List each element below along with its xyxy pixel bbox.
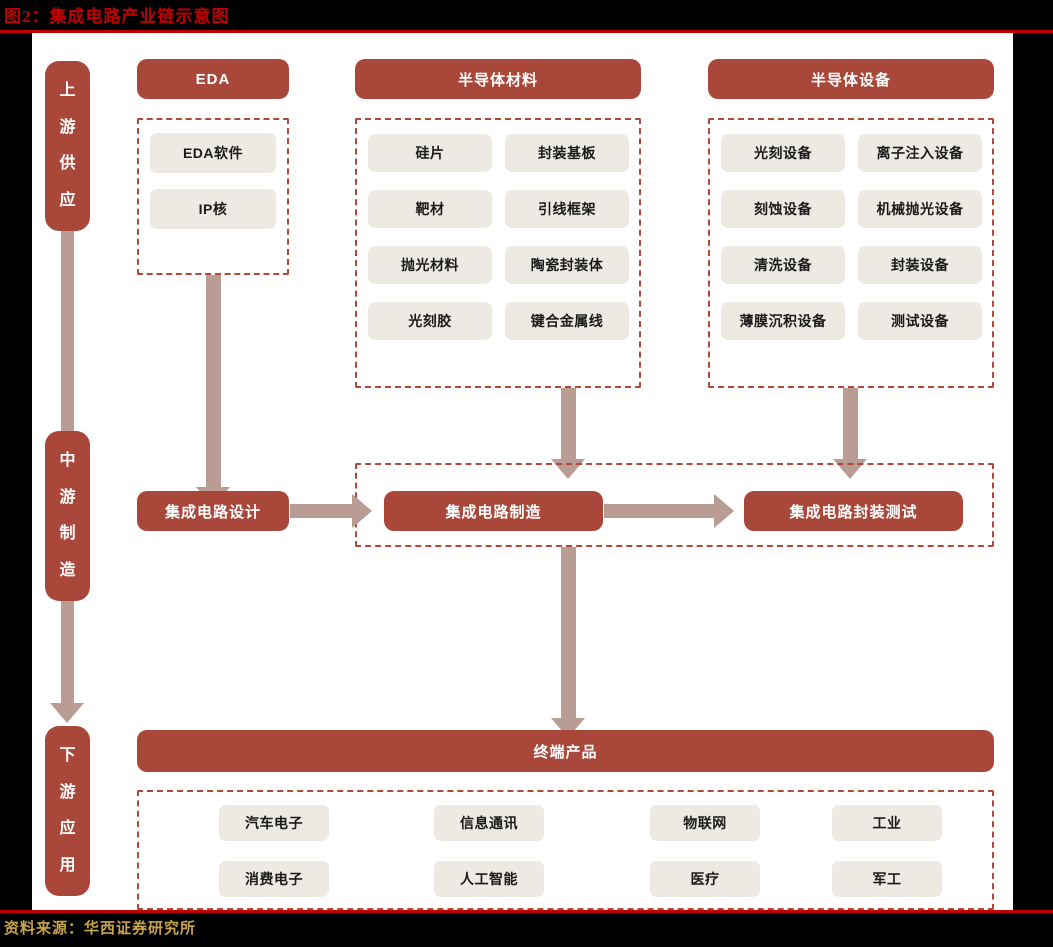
stage-midstream-char-1: 游 <box>59 488 76 506</box>
title-divider <box>0 30 1053 33</box>
chip-test-equipment[interactable]: 测试设备 <box>858 302 982 340</box>
node-ic-packaging-test[interactable]: 集成电路封装测试 <box>744 491 963 531</box>
node-ic-design[interactable]: 集成电路设计 <box>137 491 289 531</box>
chip-sputtering-target[interactable]: 靶材 <box>368 190 492 228</box>
figure-source: 资料来源：华西证券研究所 <box>4 921 197 937</box>
stage-connector-shaft-upper <box>61 228 74 438</box>
column-header-eda[interactable]: EDA <box>137 59 289 99</box>
group-semiconductor-materials <box>355 118 641 388</box>
chip-etching-equipment[interactable]: 刻蚀设备 <box>721 190 845 228</box>
chip-consumer-electronics[interactable]: 消费电子 <box>219 861 329 897</box>
stage-connector-shaft-lower <box>61 583 74 708</box>
chip-lead-frame[interactable]: 引线框架 <box>505 190 629 228</box>
chip-silicon-wafer[interactable]: 硅片 <box>368 134 492 172</box>
arrow-design-to-fab-head <box>352 494 372 528</box>
stage-downstream-char-0: 下 <box>59 747 76 765</box>
chip-thin-film-deposition-equipment[interactable]: 薄膜沉积设备 <box>721 302 845 340</box>
chip-ip-core[interactable]: IP核 <box>150 189 276 229</box>
stage-upstream-char-0: 上 <box>59 82 76 100</box>
stage-downstream[interactable]: 下 游 应 用 <box>45 726 90 896</box>
chip-ceramic-package[interactable]: 陶瓷封装体 <box>505 246 629 284</box>
stage-downstream-char-1: 游 <box>59 783 76 801</box>
chip-healthcare[interactable]: 医疗 <box>650 861 760 897</box>
stage-midstream-char-0: 中 <box>59 452 76 470</box>
chip-cleaning-equipment[interactable]: 清洗设备 <box>721 246 845 284</box>
chip-eda-software[interactable]: EDA软件 <box>150 133 276 173</box>
stage-upstream-char-1: 游 <box>59 118 76 136</box>
chip-lithography-equipment[interactable]: 光刻设备 <box>721 134 845 172</box>
chip-iot[interactable]: 物联网 <box>650 805 760 841</box>
stage-upstream-char-3: 应 <box>59 191 76 209</box>
column-header-semiconductor-equipment[interactable]: 半导体设备 <box>708 59 994 99</box>
node-ic-fabrication[interactable]: 集成电路制造 <box>384 491 603 531</box>
chip-automotive-electronics[interactable]: 汽车电子 <box>219 805 329 841</box>
stage-midstream-char-2: 制 <box>59 525 76 543</box>
arrow-design-to-fab-shaft <box>290 504 354 518</box>
stage-downstream-char-2: 应 <box>59 820 76 838</box>
chip-packaging-equipment[interactable]: 封装设备 <box>858 246 982 284</box>
group-eda <box>137 118 289 275</box>
stage-upstream[interactable]: 上 游 供 应 <box>45 61 90 231</box>
section-header-end-products[interactable]: 终端产品 <box>137 730 994 772</box>
chip-defense[interactable]: 军工 <box>832 861 942 897</box>
stage-connector-arrow-lower <box>50 703 84 723</box>
diagram-canvas: 上 游 供 应 中 游 制 造 下 游 应 用 EDA EDA软件 IP核 半导… <box>32 33 1013 910</box>
arrow-fab-to-packaging-head <box>714 494 734 528</box>
stage-midstream-char-3: 造 <box>59 561 76 579</box>
arrow-eda-to-design-shaft <box>206 275 221 491</box>
group-end-products <box>137 790 994 910</box>
chip-industrial[interactable]: 工业 <box>832 805 942 841</box>
stage-upstream-char-2: 供 <box>59 155 76 173</box>
stage-midstream[interactable]: 中 游 制 造 <box>45 431 90 601</box>
stage-downstream-char-3: 用 <box>59 856 76 874</box>
chip-photoresist[interactable]: 光刻胶 <box>368 302 492 340</box>
arrow-materials-to-fab-shaft <box>561 388 576 463</box>
chip-bonding-wire[interactable]: 键合金属线 <box>505 302 629 340</box>
chip-cmp-equipment[interactable]: 机械抛光设备 <box>858 190 982 228</box>
figure-title: 图2：集成电路产业链示意图 <box>4 7 230 26</box>
arrow-equipment-to-packaging-shaft <box>843 388 858 463</box>
arrow-manufacturing-to-products-shaft <box>561 547 576 722</box>
chip-package-substrate[interactable]: 封装基板 <box>505 134 629 172</box>
group-semiconductor-equipment <box>708 118 994 388</box>
chip-polishing-material[interactable]: 抛光材料 <box>368 246 492 284</box>
chip-information-communication[interactable]: 信息通讯 <box>434 805 544 841</box>
chip-artificial-intelligence[interactable]: 人工智能 <box>434 861 544 897</box>
chip-ion-implantation-equipment[interactable]: 离子注入设备 <box>858 134 982 172</box>
column-header-semiconductor-materials[interactable]: 半导体材料 <box>355 59 641 99</box>
arrow-fab-to-packaging-shaft <box>604 504 716 518</box>
footer-divider <box>0 910 1053 913</box>
